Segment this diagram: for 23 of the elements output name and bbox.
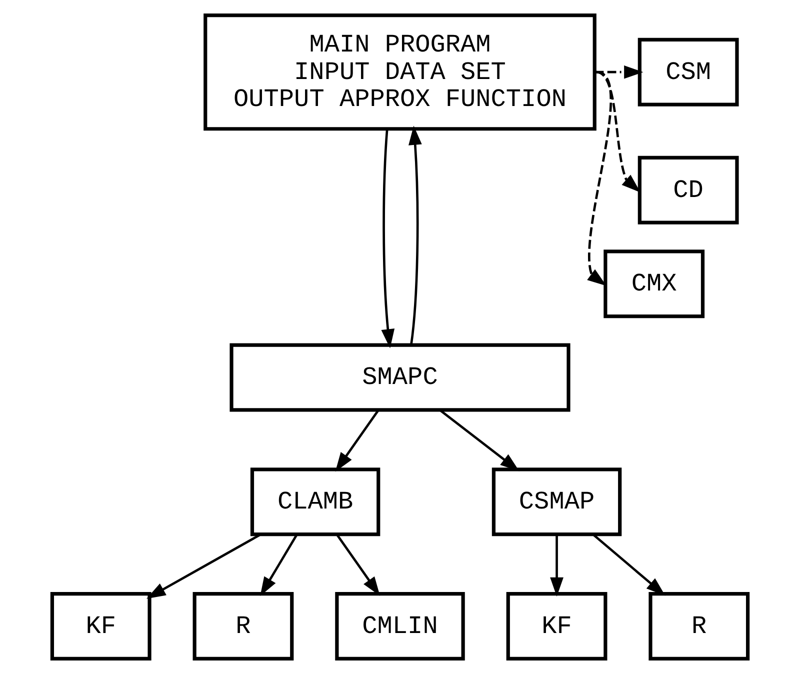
node-box: SMAPC (229, 343, 570, 412)
arrow (336, 534, 380, 596)
arrow (550, 534, 563, 597)
arrow (408, 126, 422, 345)
node-box: CD (637, 156, 738, 224)
arrow (260, 534, 298, 596)
node-box: MAIN PROGRAM INPUT DATA SET OUTPUT APPROX FUNCTION (203, 14, 596, 131)
arrow (594, 65, 643, 79)
node-box: KF (506, 592, 607, 660)
arrow (439, 410, 519, 472)
node-box: CSMAP (491, 468, 622, 536)
node-box: CLAMB (250, 468, 380, 536)
arrow (586, 71, 612, 286)
node-box: R (648, 592, 750, 660)
arrow (592, 534, 665, 596)
arrow (380, 129, 394, 348)
node-box: CSM (637, 38, 738, 106)
node-box: R (192, 592, 294, 660)
node-box: KF (50, 592, 151, 660)
arrow (146, 533, 261, 599)
arrow (334, 410, 379, 472)
node-box: CMLIN (334, 592, 464, 660)
node-box: CMX (603, 250, 704, 318)
